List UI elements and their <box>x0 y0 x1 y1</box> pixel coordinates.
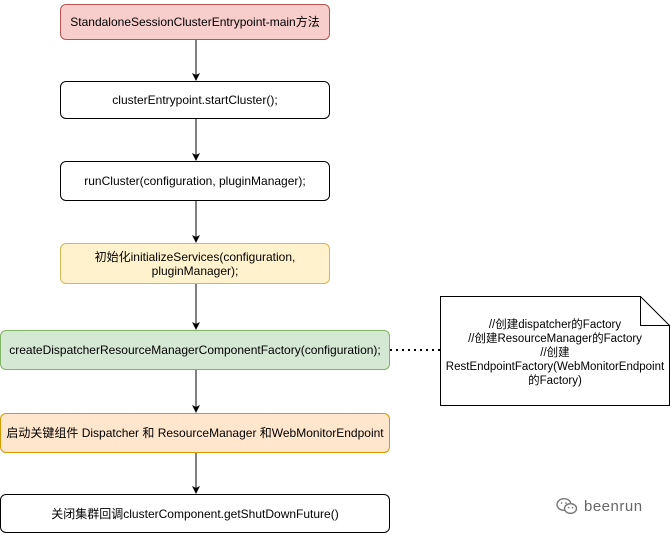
initialize-services-line2: pluginManager); <box>151 263 239 278</box>
start-cluster-node[interactable]: clusterEntrypoint.startCluster(); <box>60 81 330 119</box>
note-line-1: //创建dispatcher的Factory <box>488 319 622 331</box>
note-line-3: //创建 <box>540 347 570 359</box>
wechat-icon <box>556 497 578 515</box>
initialize-services-line1: 初始化initializeServices(configuration, <box>94 249 296 264</box>
shutdown-future-node[interactable]: 关闭集群回调clusterComponent.getShutDownFuture… <box>0 494 390 533</box>
note-line-5: 的Factory) <box>528 375 582 387</box>
initialize-services-text: 初始化initializeServices(configuration, plu… <box>95 250 296 278</box>
run-cluster-label: runCluster(configuration, pluginManager)… <box>84 174 306 188</box>
factory-note[interactable]: //创建dispatcher的Factory //创建ResourceManag… <box>440 318 670 388</box>
watermark: beenrun <box>556 497 643 515</box>
initialize-services-node[interactable]: 初始化initializeServices(configuration, plu… <box>60 243 330 284</box>
shutdown-future-label: 关闭集群回调clusterComponent.getShutDownFuture… <box>51 506 339 521</box>
note-fold <box>640 296 670 326</box>
start-components-label: 启动关键组件 Dispatcher 和 ResourceManager 和Web… <box>6 426 384 440</box>
create-factory-label: createDispatcherResourceManagerComponent… <box>9 343 381 357</box>
main-method-node[interactable]: StandaloneSessionClusterEntrypoint-main方… <box>60 4 330 40</box>
note-line-2: //创建ResourceManager的Factory <box>468 333 642 345</box>
create-factory-node[interactable]: createDispatcherResourceManagerComponent… <box>0 330 390 370</box>
start-cluster-label: clusterEntrypoint.startCluster(); <box>112 93 278 107</box>
note-shape <box>440 296 670 406</box>
main-method-label: StandaloneSessionClusterEntrypoint-main方… <box>70 15 320 29</box>
run-cluster-node[interactable]: runCluster(configuration, pluginManager)… <box>60 161 330 201</box>
note-line-4: RestEndpointFactory(WebMonitorEndpoint <box>445 361 665 373</box>
start-components-node[interactable]: 启动关键组件 Dispatcher 和 ResourceManager 和Web… <box>0 413 390 453</box>
watermark-text: beenrun <box>584 497 643 515</box>
